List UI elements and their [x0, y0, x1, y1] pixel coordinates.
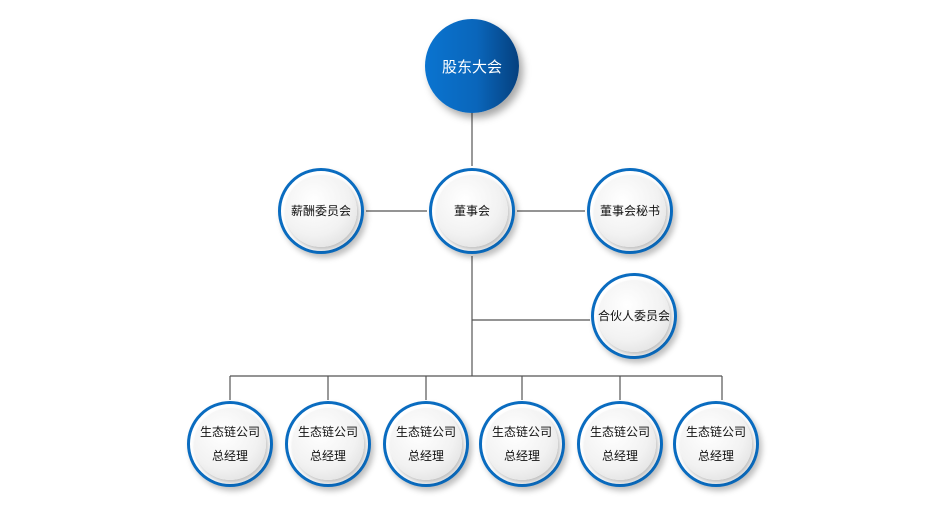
node-manager-1: 生态链公司总经理	[187, 401, 273, 487]
node-label: 董事会	[453, 204, 490, 218]
node-label: 生态链公司	[685, 425, 746, 439]
node-label: 董事会秘书	[599, 204, 660, 218]
node-manager-4: 生态链公司总经理	[479, 401, 565, 487]
node-shareholders-meeting: 股东大会	[425, 19, 519, 113]
node-manager-3: 生态链公司总经理	[383, 401, 469, 487]
node-board-secretary: 董事会秘书	[587, 168, 673, 254]
node-label: 总经理	[407, 449, 444, 463]
node-label: 生态链公司	[589, 425, 650, 439]
node-board: 董事会	[429, 168, 515, 254]
node-compensation-committee: 薪酬委员会	[278, 168, 364, 254]
node-label: 合伙人委员会	[598, 309, 671, 323]
node-label: 总经理	[309, 449, 346, 463]
node-manager-6: 生态链公司总经理	[673, 401, 759, 487]
node-label: 生态链公司	[491, 425, 552, 439]
node-label: 总经理	[503, 449, 540, 463]
node-label: 总经理	[601, 449, 638, 463]
node-manager-5: 生态链公司总经理	[577, 401, 663, 487]
node-label: 生态链公司	[395, 425, 456, 439]
node-label: 总经理	[211, 449, 248, 463]
node-partner-committee: 合伙人委员会	[591, 273, 677, 359]
node-label: 总经理	[697, 449, 734, 463]
node-manager-2: 生态链公司总经理	[285, 401, 371, 487]
node-label: 股东大会	[441, 57, 502, 76]
node-label: 生态链公司	[297, 425, 358, 439]
node-label: 薪酬委员会	[290, 204, 351, 218]
node-label: 生态链公司	[199, 425, 260, 439]
